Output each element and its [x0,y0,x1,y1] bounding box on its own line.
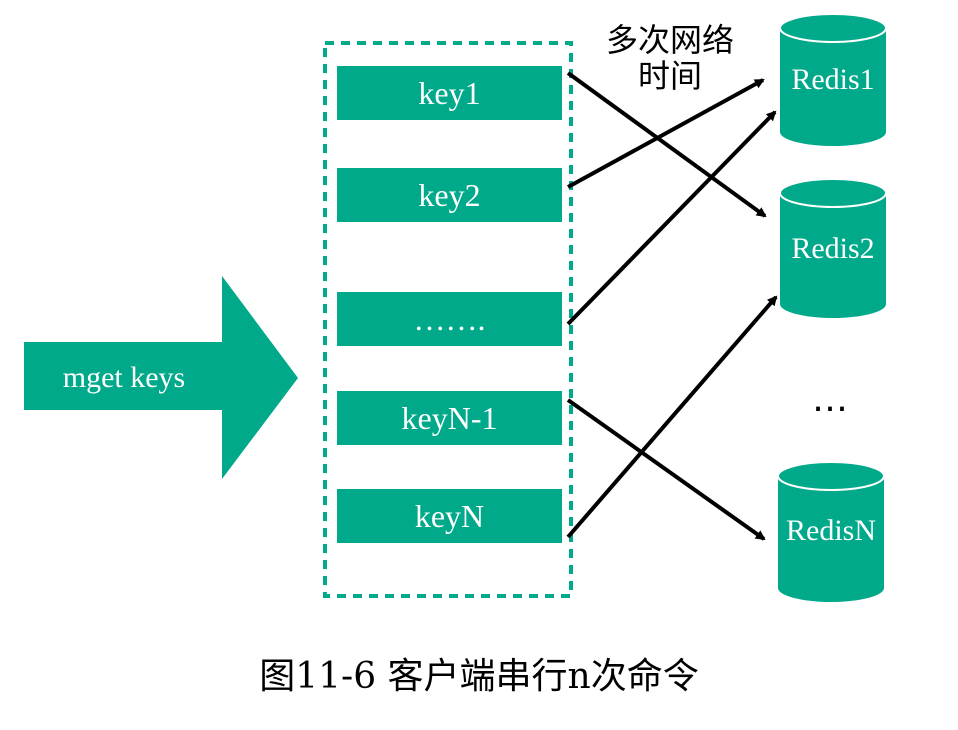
key-box-2: key2 [337,168,562,222]
network-time-label-line1: 多次网络 [605,21,734,59]
arrow-keyn-to-redis2 [566,295,778,539]
network-time-label: 多次网络 时间 [590,22,750,94]
redis-node-n-shape [777,461,885,602]
more-nodes-ellipsis: … [812,379,848,420]
redis-node-1-label: Redis1 [791,63,875,96]
redis-node-1-shape [779,13,887,146]
input-arrow-shape [24,276,298,479]
arrow-key1-to-redis2 [566,71,767,218]
redis-node-2-shape [779,178,887,318]
network-time-label-line2: 时间 [637,57,702,95]
redis-node-n-label: RedisN [786,514,876,547]
arrow-dots-to-redis1 [566,110,777,326]
key-box-1: key1 [337,66,562,120]
figure-caption: 图11-6 客户端串行n次命令 [259,656,699,697]
redis-node-2-label: Redis2 [791,232,875,265]
key-box-n-minus-1: keyN-1 [337,391,562,445]
arrow-keyn1-to-redisn [566,398,766,541]
key-box-ellipsis: ……. [337,292,562,346]
key-box-n: keyN [337,489,562,543]
input-arrow-label: mget keys [62,361,186,394]
arrow-key2-to-redis1 [567,78,765,189]
